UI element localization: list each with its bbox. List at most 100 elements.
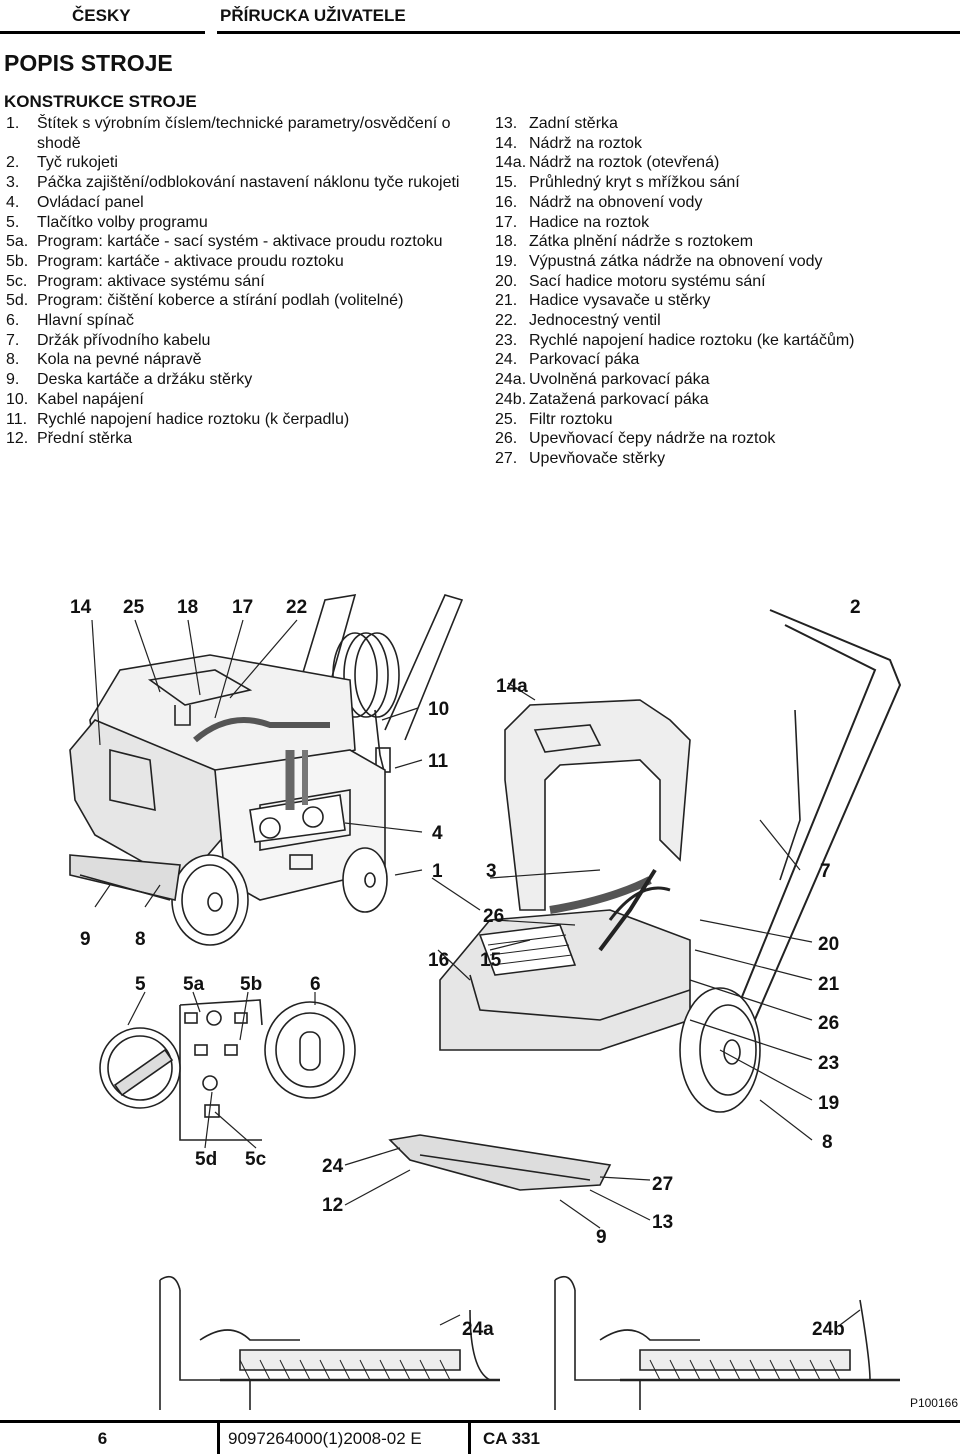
part-description: Průhledný kryt s mřížkou sání [529,174,740,192]
callout-23: 23 [818,1053,839,1074]
part-description: Rychlé napojení hadice roztoku (ke kartá… [529,331,855,349]
part-description: Rychlé napojení hadice roztoku (k čerpad… [37,410,350,428]
part-description: Páčka zajištění/odblokování nastavení ná… [37,174,460,192]
document-code: 9097264000(1)2008-02 E [217,1423,459,1454]
callout-9-right: 9 [596,1227,607,1248]
part-description: Kola na pevné nápravě [37,351,202,369]
part-number: 10. [6,390,29,408]
part-description: Upevňovače stěrky [529,449,666,467]
part-list-item: 5b.Program: kartáče - aktivace proudu ro… [6,252,476,272]
part-number: 14a. [495,154,527,172]
part-list-item: 22. Jednocestný ventil [495,311,955,331]
part-number: 8. [6,351,20,369]
callout-8-right: 8 [822,1132,833,1153]
callout-5d: 5d [195,1149,217,1170]
part-description: Štítek s výrobním číslem/technické param… [37,115,451,152]
part-description: Nádrž na obnovení vody [529,193,703,211]
part-number: 21. [495,292,518,310]
footer: 6 9097264000(1)2008-02 E CA 331 [0,1420,960,1454]
part-number: 11. [6,410,28,428]
callout-19: 19 [818,1093,839,1114]
part-description: Deska kartáče a držáku stěrky [37,371,253,389]
machine-diagram: 14 25 18 17 22 2 10 14a 11 4 1 3 7 9 8 2… [0,580,960,1410]
part-number: 7. [6,331,20,349]
callout-6: 6 [310,974,321,995]
part-description: Tlačítko volby programu [37,213,208,231]
part-list-item: 10. Kabel napájení [6,390,476,410]
part-number: 18. [495,233,518,251]
part-description: Hlavní spínač [37,312,134,330]
part-list-item: 14.Nádrž na roztok [495,134,955,154]
part-list-item: 21. Hadice vysavače u stěrky [495,291,955,311]
part-description: Filtr roztoku [529,410,613,428]
part-description: Zatažená parkovací páka [529,390,709,408]
part-description: Sací hadice motoru systému sání [529,272,766,290]
part-list-item: 17.Hadice na roztok [495,213,955,233]
callout-22: 22 [286,597,307,618]
part-list-item: 24a.Uvolněná parkovací páka [495,370,955,390]
part-description: Zadní stěrka [529,115,618,132]
callout-7: 7 [820,861,831,882]
part-description: Parkovací páka [529,351,640,369]
machine-model: CA 331 [468,1423,568,1454]
part-number: 6. [6,312,20,330]
part-number: 2. [6,154,20,172]
callout-27: 27 [652,1174,673,1195]
part-number: 13. [495,115,518,132]
part-number: 20. [495,272,518,290]
part-number: 5. [6,213,20,231]
callout-21: 21 [818,974,840,995]
part-number: 26. [495,430,518,448]
part-number: 5a. [6,233,29,251]
callout-4: 4 [432,823,443,844]
part-number: 1. [6,115,20,132]
subsection-title: KONSTRUKCE STROJE [4,92,197,111]
part-description: Kabel napájení [37,390,144,408]
part-number: 16. [495,193,518,211]
part-description: Přední stěrka [37,430,133,448]
callout-14: 14 [70,597,92,618]
callout-12: 12 [322,1195,343,1216]
part-list-item: 5. Tlačítko volby programu [6,213,476,233]
callout-15: 15 [480,950,502,971]
part-description: Tyč rukojeti [37,154,118,172]
part-list-item: 20. Sací hadice motoru systému sání [495,272,955,292]
part-description: Program: čištění koberce a stírání podla… [37,292,404,310]
part-list-item: 2. Tyč rukojeti [6,153,476,173]
header-language-cell: ČESKY [0,0,205,34]
part-description: Hadice vysavače u stěrky [529,292,711,310]
part-list-item: 16. Nádrž na obnovení vody [495,193,955,213]
part-description: Nádrž na roztok [529,134,642,152]
part-description: Ovládací panel [37,193,144,211]
part-list-item: 12.Přední stěrka [6,429,476,449]
part-list-item: 8. Kola na pevné nápravě [6,350,476,370]
callout-16: 16 [428,950,449,971]
part-list-item: 15.Průhledný kryt s mřížkou sání [495,173,955,193]
part-description: Program: kartáče - sací systém - aktivac… [37,233,443,251]
callout-2: 2 [850,597,861,618]
callout-26: 26 [483,906,504,927]
callout-24a: 24a [462,1319,494,1340]
callout-24: 24 [322,1156,344,1177]
control-panel-detail-illustration [99,991,356,1149]
part-list-item: 3.Páčka zajištění/odblokování nastavení … [6,173,476,193]
part-number: 22. [495,312,518,330]
part-number: 19. [495,252,518,270]
part-description: Upevňovací čepy nádrže na roztok [529,430,776,448]
callout-13: 13 [652,1212,673,1233]
parking-lever-detail-illustration [159,1275,900,1410]
part-number: 5d. [6,292,29,310]
part-number: 24b. [495,390,527,408]
callout-5b: 5b [240,974,262,995]
part-number: 25. [495,410,518,428]
machine-front-view-illustration [69,594,464,946]
callout-25: 25 [123,597,145,618]
part-list-item: 14a.Nádrž na roztok (otevřená) [495,153,955,173]
part-list-item: 6. Hlavní spínač [6,311,476,331]
part-list-item: 1. Štítek s výrobním číslem/technické par… [6,114,476,153]
part-description: Jednocestný ventil [529,312,661,330]
part-description: Nádrž na roztok (otevřená) [529,154,720,172]
section-title: POPIS STROJE [4,50,173,76]
callout-9: 9 [80,929,91,950]
